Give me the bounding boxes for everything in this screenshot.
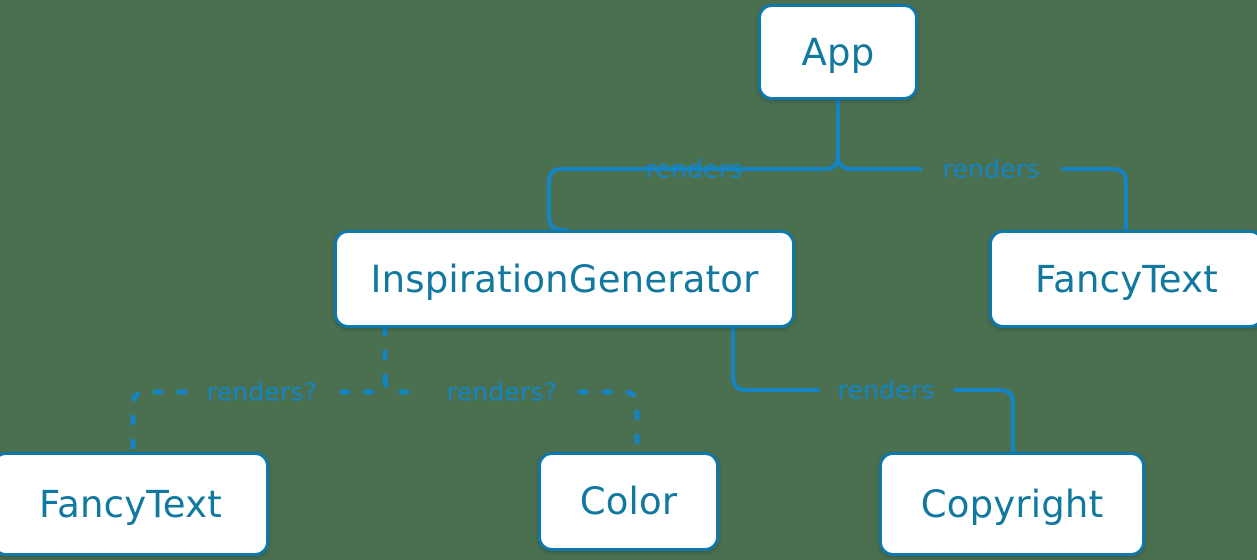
edge-label-inspiration-generator-to-color: renders? [446, 377, 558, 407]
node-color-label: Color [579, 480, 678, 523]
node-fancytext-bottom-label: FancyText [39, 482, 222, 526]
edge-inspiration-generator-to-copyright [731, 326, 1015, 454]
edge-inspiration-generator-to-color [382, 376, 640, 455]
edge-label-inspiration-generator-to-fancytext-bottom: renders? [206, 377, 318, 407]
node-inspiration-generator-label: InspirationGenerator [370, 257, 759, 301]
edge-label-app-to-inspiration-generator: renders [645, 154, 743, 184]
node-fancytext-top[interactable]: FancyText [989, 230, 1257, 328]
node-app[interactable]: App [758, 4, 918, 100]
node-copyright[interactable]: Copyright [879, 452, 1145, 556]
node-fancytext-bottom[interactable]: FancyText [0, 452, 269, 556]
node-color[interactable]: Color [538, 452, 719, 551]
edge-label-app-to-fancytext-top: renders [942, 154, 1040, 184]
node-inspiration-generator[interactable]: InspirationGenerator [334, 230, 795, 328]
edge-label-inspiration-generator-to-copyright: renders [837, 375, 935, 405]
node-copyright-label: Copyright [920, 482, 1104, 526]
node-fancytext-top-label: FancyText [1035, 257, 1218, 301]
node-app-label: App [801, 30, 875, 74]
edge-app-to-fancytext-top [836, 154, 1128, 232]
